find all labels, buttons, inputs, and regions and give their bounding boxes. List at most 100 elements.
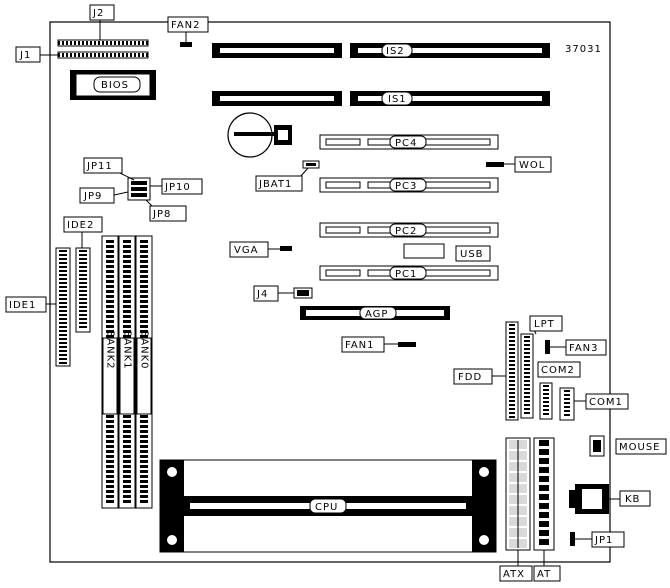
j2-header [57,39,149,47]
svg-text:PC1: PC1 [395,269,417,280]
jp8-label: JP8 [145,199,187,222]
com1-label: COM1 [574,393,629,410]
svg-text:BANK1: BANK1 [122,330,133,369]
battery [227,112,292,158]
fdd-connector [505,321,519,421]
svg-text:COM2: COM2 [541,365,575,376]
fan1-connector [398,342,416,347]
cpu-slot: CPU [159,459,497,553]
svg-text:MOUSE: MOUSE [619,442,660,453]
svg-text:FDD: FDD [458,372,482,383]
svg-text:WOL: WOL [519,160,545,171]
jbat1-jumper [302,160,320,169]
pc3-slot: PC3 [319,177,499,193]
svg-text:JBAT1: JBAT1 [258,179,292,190]
svg-text:KB: KB [625,494,640,505]
kb-label: KB [609,490,651,507]
svg-text:FAN1: FAN1 [345,340,375,351]
com2-label: COM2 [537,361,581,378]
svg-text:J4: J4 [256,289,268,300]
jbat1-label: JBAT1 [255,167,309,192]
bios-chip: BIOS [70,70,156,100]
isa-slot-left-bottom [212,91,342,106]
bank0-dimm: BANK0 [135,235,153,509]
svg-text:PC4: PC4 [395,138,417,149]
bank2-dimm: BANK2 [101,235,119,509]
svg-text:FAN3: FAN3 [569,343,599,354]
fan1-label: FAN1 [341,336,398,353]
svg-text:BIOS: BIOS [101,80,129,91]
svg-text:JP1: JP1 [594,535,613,546]
ide1-connector [55,247,71,367]
svg-text:AGP: AGP [365,309,388,320]
svg-text:IS2: IS2 [386,46,405,57]
atx-label: ATX [499,550,533,582]
at-label: AT [533,550,561,582]
usb-label: USB [455,245,491,262]
svg-text:JP9: JP9 [83,191,102,202]
lpt-label: LPT [529,315,563,335]
j2-label: J2 [89,4,115,40]
svg-text:AT: AT [537,569,551,580]
fan2-label: FAN2 [167,16,209,42]
pc4-slot: PC4 [319,134,499,150]
svg-text:USB: USB [460,249,484,260]
jp11-label: JP11 [83,157,135,181]
svg-text:COM1: COM1 [589,397,623,408]
svg-text:LPT: LPT [534,319,555,330]
lpt-connector [520,333,534,419]
wol-connector [486,162,504,167]
is2-slot: IS2 [350,43,550,58]
ide1-label: IDE1 [5,296,56,313]
svg-text:VGA: VGA [234,245,258,256]
svg-text:BANK2: BANK2 [105,330,116,369]
svg-text:IDE1: IDE1 [9,300,36,311]
svg-text:BANK0: BANK0 [139,330,150,369]
bank1-dimm: BANK1 [118,235,136,509]
fdd-label: FDD [453,368,506,385]
com2-connector [539,382,553,420]
j4-connector [293,287,313,299]
fan3-label: FAN3 [550,339,607,356]
svg-text:J1: J1 [19,50,31,61]
j1-label: J1 [15,46,58,63]
svg-text:PC3: PC3 [395,181,417,192]
svg-text:J2: J2 [92,8,104,19]
vga-label: VGA [229,241,280,258]
jp1-label: JP1 [575,531,625,548]
vga-connector [280,246,292,251]
agp-slot: AGP [300,306,450,320]
pc1-slot: PC1 [319,265,499,281]
jumper-block [127,177,151,201]
com1-connector [559,387,575,421]
ide2-connector [75,247,91,333]
at-power-connector [533,437,555,551]
svg-text:PC2: PC2 [395,226,417,237]
svg-text:JP11: JP11 [86,161,113,172]
usb-port [403,243,445,259]
svg-text:CPU: CPU [315,502,338,513]
svg-text:FAN2: FAN2 [171,20,201,31]
mouse-label: MOUSE [615,438,667,455]
j1-header [57,51,149,59]
svg-text:JP8: JP8 [152,209,171,220]
svg-text:JP10: JP10 [164,182,191,193]
mouse-connector [589,435,605,457]
pc2-slot: PC2 [319,222,499,238]
atx-power-connector [505,437,531,551]
ide2-label: IDE2 [63,216,103,248]
svg-text:IDE2: IDE2 [67,220,94,231]
isa-slot-left-top [212,43,342,58]
svg-text:IS1: IS1 [388,94,407,105]
wol-label: WOL [504,156,552,173]
fan3-connector [545,340,550,354]
fan2-connector [180,42,192,47]
is1-slot: IS1 [350,91,550,106]
jp9-label: JP9 [79,187,129,204]
jp1-jumper [570,532,575,546]
jp10-label: JP10 [150,178,203,195]
board-id: 37031 [565,44,602,55]
j4-label: J4 [253,285,294,302]
kb-connector [569,484,609,514]
